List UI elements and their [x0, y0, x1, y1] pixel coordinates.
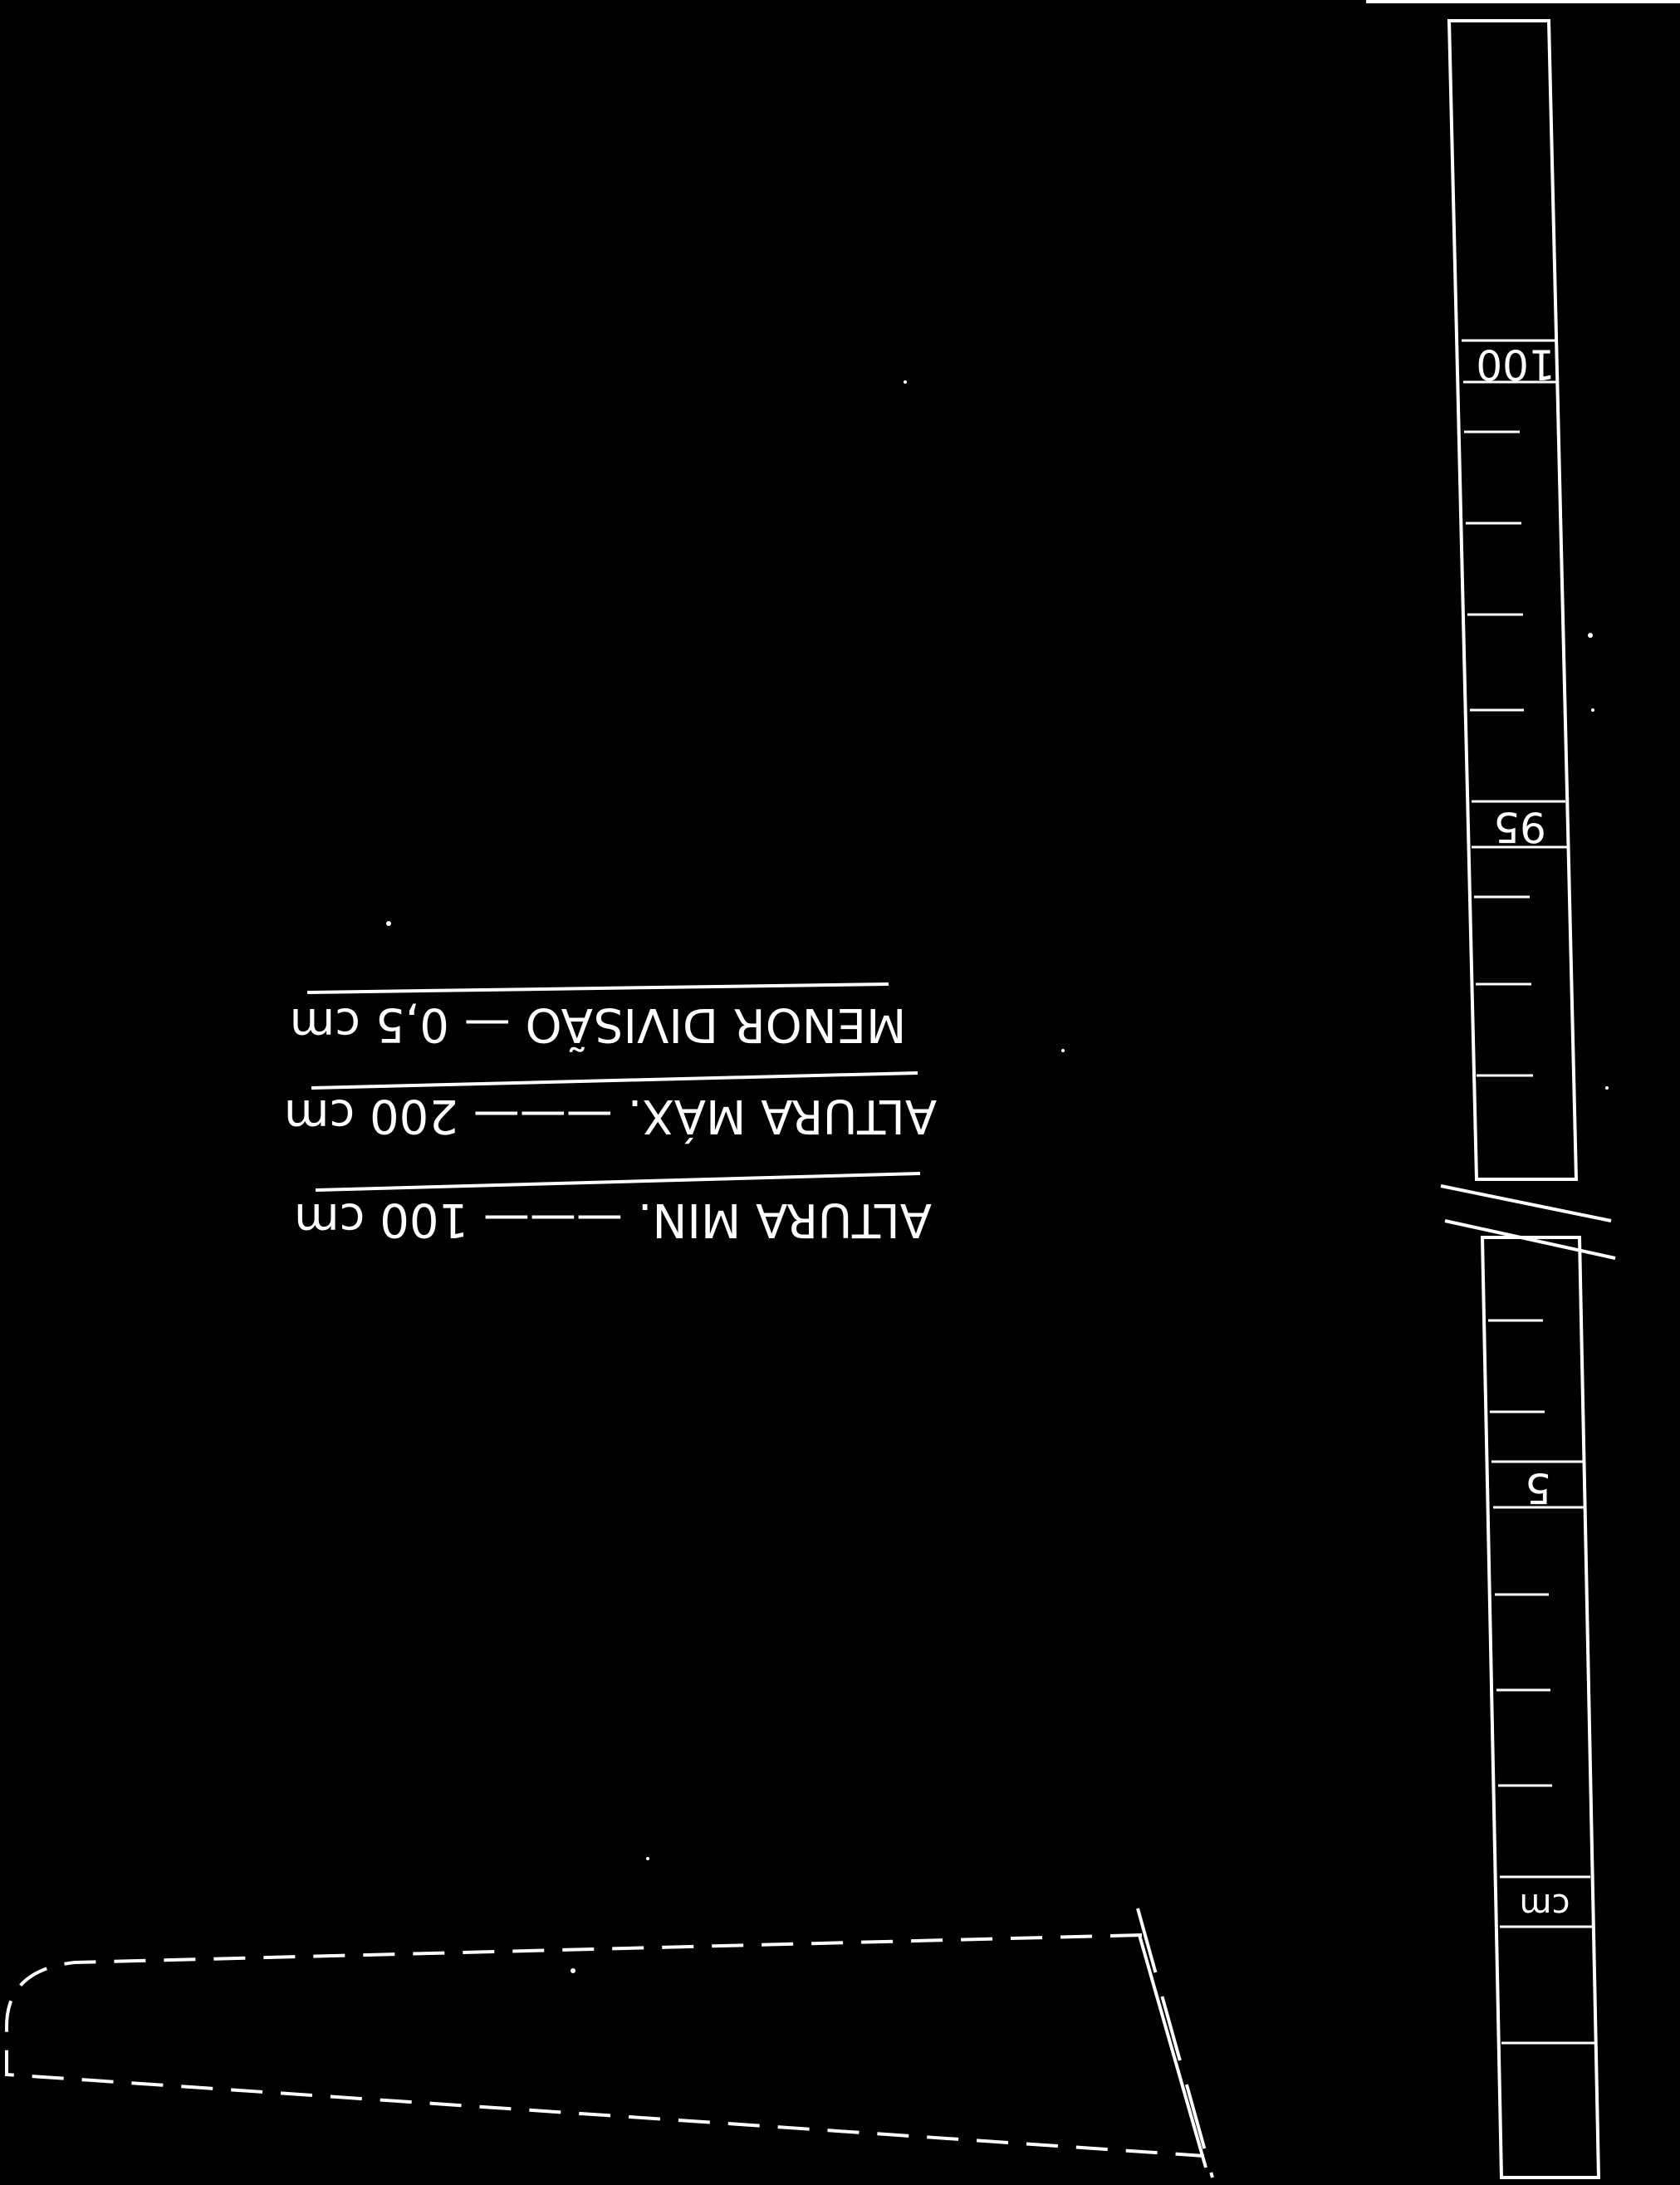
max-spec-text: ALTURA MÁX. ——— 200 cm [284, 1089, 937, 1143]
scan-specks [386, 380, 1609, 1973]
min-label: ALTURA MIN. [638, 1193, 932, 1247]
scale-number-upper: 100 [1476, 340, 1555, 389]
scale-number-middle: 95 [1493, 803, 1546, 851]
spec-line-max [311, 1071, 918, 1090]
min-value: 100 cm [294, 1193, 468, 1247]
division-label: MENOR DIVISÃO [526, 997, 907, 1051]
max-dash: ——— [473, 1089, 613, 1143]
support-lines [1136, 1908, 1214, 2178]
division-value: 0,5 cm [290, 997, 449, 1051]
min-spec-text: ALTURA MIN. ——— 100 cm [294, 1193, 932, 1247]
scale-unit-label: cm [1520, 1886, 1570, 1924]
spec-line-min [315, 1172, 921, 1192]
base-outline-dashed [5, 1933, 1205, 2158]
max-value: 200 cm [284, 1089, 458, 1143]
spec-block: MENOR DIVISÃO — 0,5 cm ALTURA MÁX. ——— 2… [284, 982, 937, 1247]
scale-break-marks [1440, 1184, 1616, 1260]
ruler-lower-section [1480, 1236, 1601, 2179]
division-spec-text: MENOR DIVISÃO — 0,5 cm [290, 997, 907, 1051]
max-label: ALTURA MÁX. [628, 1089, 938, 1143]
spec-line-division [306, 982, 889, 994]
min-dash: ——— [483, 1193, 623, 1247]
division-dash: — [464, 997, 511, 1051]
scale-number-lower: 5 [1525, 1464, 1551, 1512]
ruler-upper-section [1447, 19, 1579, 1181]
